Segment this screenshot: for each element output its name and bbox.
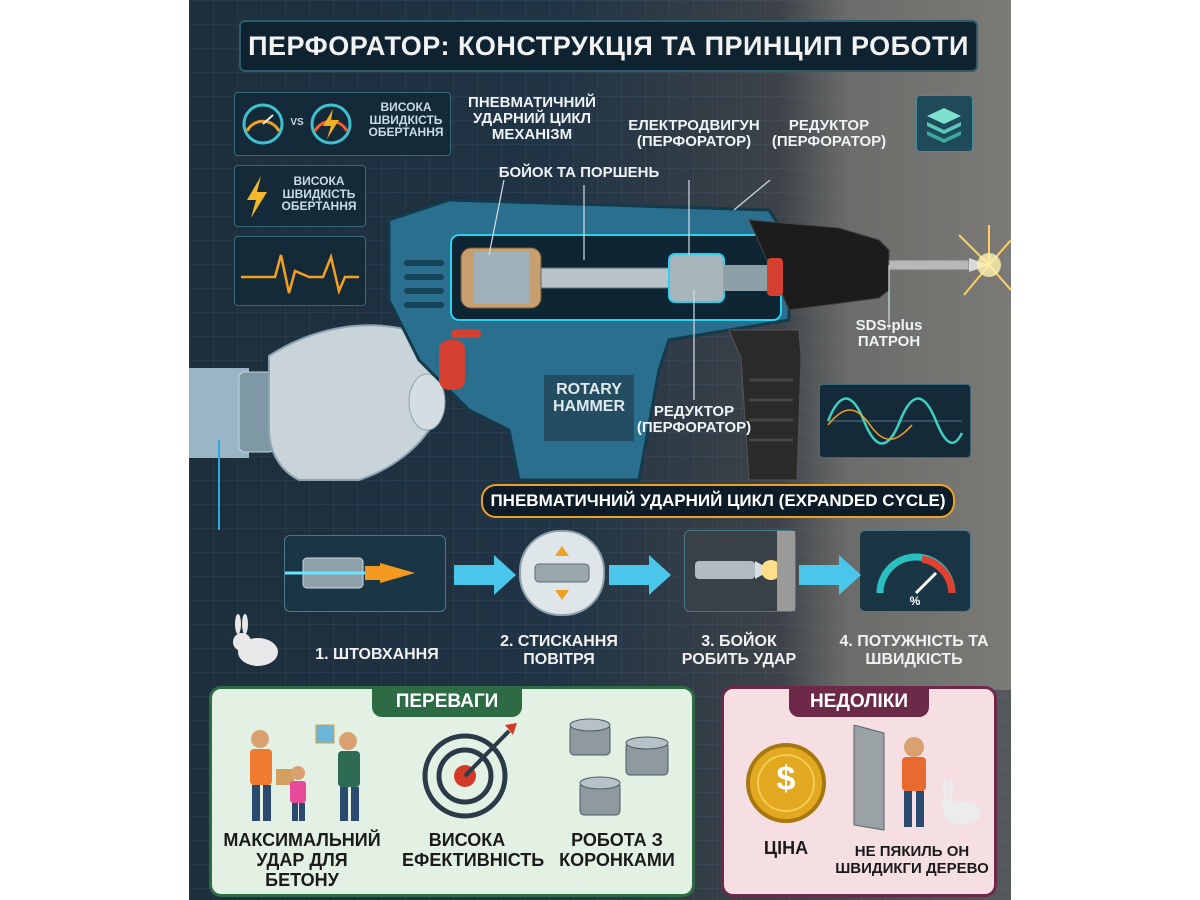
rotary-hammer-illustration: [189, 180, 1011, 530]
callout-gearbox-mid: РЕДУКТОР (ПЕРФОРАТОР): [636, 403, 752, 436]
coin-icon: [746, 743, 826, 823]
label-plate: [544, 375, 634, 441]
gear-assembly: [668, 253, 725, 303]
callout-pneumatic: ПНЕВМАТИЧНИЙ УДАРНИЙ ЦИКЛ МЕХАНІЗМ: [468, 94, 596, 143]
piston-shaft: [540, 267, 672, 289]
callout-lines: [488, 180, 890, 400]
callout-chuck: SDS-plus ПАТРОН: [855, 317, 923, 350]
layers-panel: [916, 95, 973, 152]
disadvantages-header: НЕДОЛІКИ: [789, 687, 929, 717]
vs-label: VS: [290, 117, 304, 128]
speed-label: ВИСОКА ШВИДКІСТЬ ОБЕРТАННЯ: [368, 100, 444, 140]
disadvantage-2-label: НЕ ПЯКИЛЬ ОН ШВИДИКГИ ДЕРЕВО: [835, 843, 989, 877]
mode-selector: [767, 258, 783, 296]
vents: [404, 260, 444, 308]
impact-glow: [977, 253, 1001, 277]
step-power-visual: %: [859, 530, 971, 612]
push-arrow: [380, 563, 415, 583]
gloved-hand: [268, 324, 441, 481]
waveform-panel-left: [234, 236, 366, 306]
layers-icon: [927, 108, 961, 143]
step-impact-visual: [684, 530, 796, 612]
drill-bit: [888, 259, 970, 271]
advantage-3-label: РОБОТА З КОРОНКАМИ: [559, 830, 675, 870]
speed-comparison-panel: VS ВИСОКА ШВИДКІСТЬ ОБЕРТАННЯ: [234, 92, 451, 156]
trigger-lock: [451, 330, 481, 338]
cycle-arrows: [454, 555, 861, 595]
disadvantage-1-label: ЦІНА: [763, 838, 809, 858]
rabbit-icon: [233, 614, 278, 666]
rotation-speed-panel: ВИСОКА ШВИДКІСТЬ ОБЕРТАННЯ: [234, 165, 366, 227]
pulse-waveform: [241, 252, 359, 295]
sine-waveform: [826, 397, 964, 445]
rotation-speed-label: ВИСОКА ШВИДКІСТЬ ОБЕРТАННЯ: [281, 174, 357, 214]
advantages-box: ПЕРЕВАГИ: [209, 686, 695, 897]
coin-symbol: $: [776, 760, 796, 798]
gauge-unit: %: [909, 594, 921, 608]
target-icon: [422, 723, 517, 819]
gauge-icons: [242, 103, 352, 145]
step-2-label: 2. СТИСКАННЯ ПОВІТРЯ: [500, 633, 618, 668]
handle-grip: [749, 378, 793, 442]
finger: [408, 373, 446, 431]
advantage-1-label: МАКСИМАЛЬНИЙ УДАР ДЛЯ БЕТОНУ: [223, 830, 381, 890]
side-handle: [728, 329, 802, 481]
callout-striker: БОЙОК ТА ПОРШЕНЬ: [498, 164, 660, 181]
step-compress-visual: [519, 530, 605, 616]
waveform-panel-right: [819, 384, 971, 458]
step-3-label: 3. БОЙОК РОБИТЬ УДАР: [681, 633, 797, 668]
step-4-label: 4. ПОТУЖНІСТЬ ТА ШВИДКІСТЬ: [839, 633, 989, 668]
lightning-icon: [247, 176, 267, 218]
trigger: [439, 340, 465, 390]
motor-core: [474, 252, 529, 304]
advantages-header: ПЕРЕВАГИ: [372, 687, 522, 717]
callout-gearbox-top: РЕДУКТОР (ПЕРФОРАТОР): [771, 117, 887, 150]
infographic: ПЕРФОРАТОР: КОНСТРУКЦІЯ ТА ПРИНЦИП РОБОТ…: [189, 0, 1011, 900]
callout-motor: ЕЛЕКТРОДВИГУН (ПЕРФОРАТОР): [628, 117, 760, 150]
people-illustration: [250, 724, 360, 821]
step-1-label: 1. ШТОВХАННЯ: [315, 646, 439, 663]
disadvantages-box: НЕДОЛІКИ $ ЦІНА НЕ ПЯКИЛЬ ОН ШВИДИКГИ ДЕ…: [721, 686, 997, 897]
cycle-title: ПНЕВМАТИЧНИЙ УДАРНИЙ ЦИКЛ (EXPANDED CYCL…: [481, 484, 955, 518]
core-bits-icon: [569, 718, 669, 816]
advantage-2-label: ВИСОКА ЕФЕКТИВНІСТЬ: [402, 830, 545, 870]
tired-worker-illustration: [853, 725, 980, 831]
tool-body-label: ROTARY HAMMER: [553, 381, 625, 415]
page-title: ПЕРФОРАТОР: КОНСТРУКЦІЯ ТА ПРИНЦИП РОБОТ…: [239, 20, 978, 72]
step-push-visual: [284, 535, 446, 612]
